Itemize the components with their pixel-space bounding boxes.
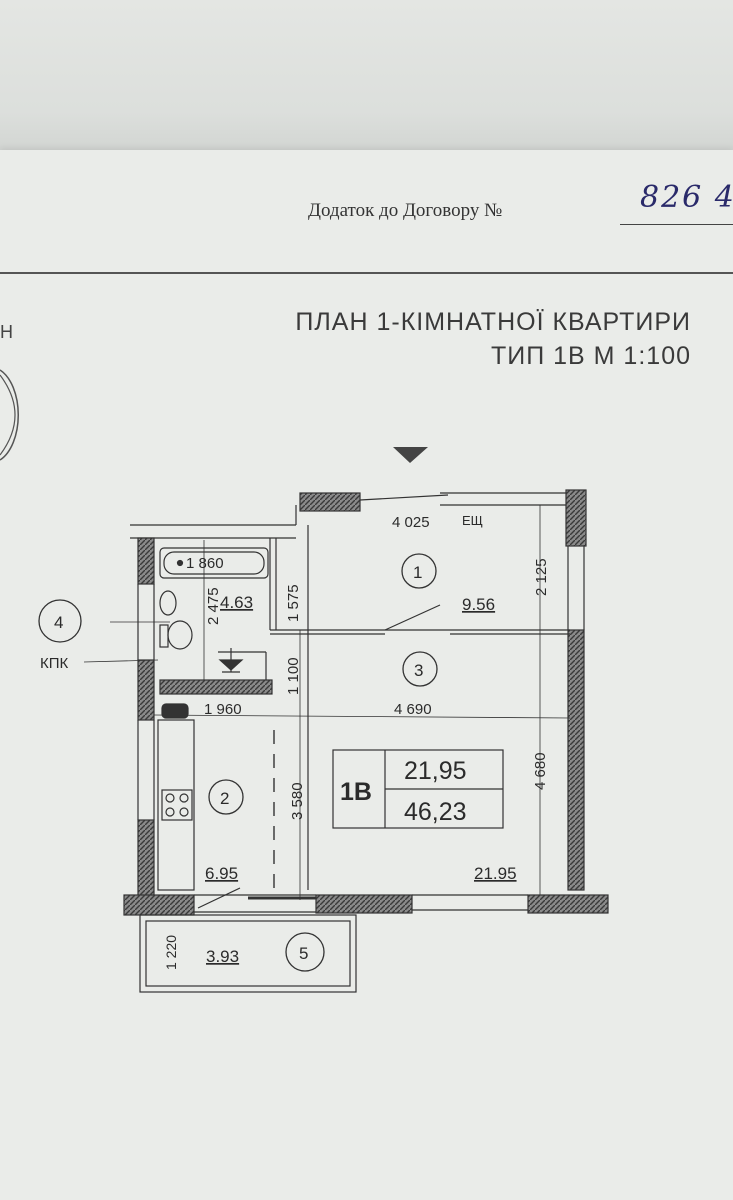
dimension-1860: 1 860 <box>186 555 224 572</box>
plan-subtitle: ТИП 1В М 1:100 <box>490 342 691 370</box>
dimension-1575: 1 575 <box>285 584 302 622</box>
dimension-4680: 4 680 <box>532 752 549 790</box>
room-3-area: 21.95 <box>474 864 517 883</box>
dimension-1220: 1 220 <box>163 935 179 970</box>
label-kpk: КПК <box>40 655 69 672</box>
bathtub-icon <box>159 547 269 579</box>
room-2-area: 6.95 <box>205 864 238 883</box>
cut-off-stamp-char: Н <box>0 322 13 342</box>
dimension-4025: 4 025 <box>392 514 430 531</box>
living-area-value: 21,95 <box>404 757 467 785</box>
apartment-type-label: 1В <box>340 778 372 806</box>
toilet-icon <box>167 620 193 650</box>
vent-shaft <box>159 679 273 695</box>
room-5-area: 3.93 <box>206 947 239 966</box>
label-esh: ЕЩ <box>462 513 483 528</box>
wall-top-left <box>299 492 361 512</box>
room-4-marker <box>38 599 82 643</box>
wall-bottom-left <box>123 894 195 916</box>
dimension-2475: 2 475 <box>205 587 222 625</box>
shaft-arrow-icon <box>218 659 244 671</box>
stove-icon <box>161 789 193 821</box>
wall-right-bottom <box>567 629 585 891</box>
plan-walls <box>83 489 609 993</box>
entry-opening <box>359 494 449 501</box>
room-1-area: 9.56 <box>462 595 495 614</box>
kitchen-counter <box>157 719 195 891</box>
wall-bottom-mid <box>315 894 413 914</box>
balcony-outline <box>139 914 357 993</box>
wall-bottom-right <box>527 894 609 914</box>
wall-left-mid <box>137 659 155 721</box>
room-5-number: 5 <box>299 944 308 963</box>
wall-left-top <box>137 537 155 585</box>
contract-label: Додаток до Договору № <box>308 200 503 221</box>
door-swing-1 <box>384 604 441 631</box>
total-area-value: 46,23 <box>404 798 467 826</box>
wall-background <box>0 0 733 160</box>
document-sheet <box>0 150 733 1200</box>
sink-icon <box>159 590 177 616</box>
room-1-number: 1 <box>413 563 422 582</box>
room-1-marker <box>401 553 437 589</box>
plan-title: ПЛАН 1-КІМНАТНОЇ КВАРТИРИ <box>295 308 691 336</box>
entrance-arrow-icon <box>393 447 428 463</box>
wall-right-top <box>565 489 587 547</box>
header-divider <box>0 272 733 274</box>
room-2-number: 2 <box>220 789 229 808</box>
room-5-marker <box>285 932 325 972</box>
room-4-area: 4.63 <box>220 593 253 612</box>
room-2-marker <box>208 779 244 815</box>
dimension-1960: 1 960 <box>204 701 242 718</box>
balcony-door-swing <box>197 887 241 909</box>
dimension-3580: 3 580 <box>289 782 306 820</box>
dimension-4690: 4 690 <box>394 701 432 718</box>
contract-number-handwritten: 826 4 <box>640 180 733 215</box>
contract-number-underline <box>620 224 733 225</box>
stamp-arc <box>0 369 19 461</box>
room-3-marker <box>402 651 438 687</box>
dimension-2125: 2 125 <box>533 558 550 596</box>
room-3-number: 3 <box>414 661 423 680</box>
room-4-number: 4 <box>54 613 63 632</box>
dimension-1100: 1 100 <box>285 657 302 695</box>
boiler-icon <box>161 703 189 719</box>
stamp-arc-inner <box>0 374 16 456</box>
